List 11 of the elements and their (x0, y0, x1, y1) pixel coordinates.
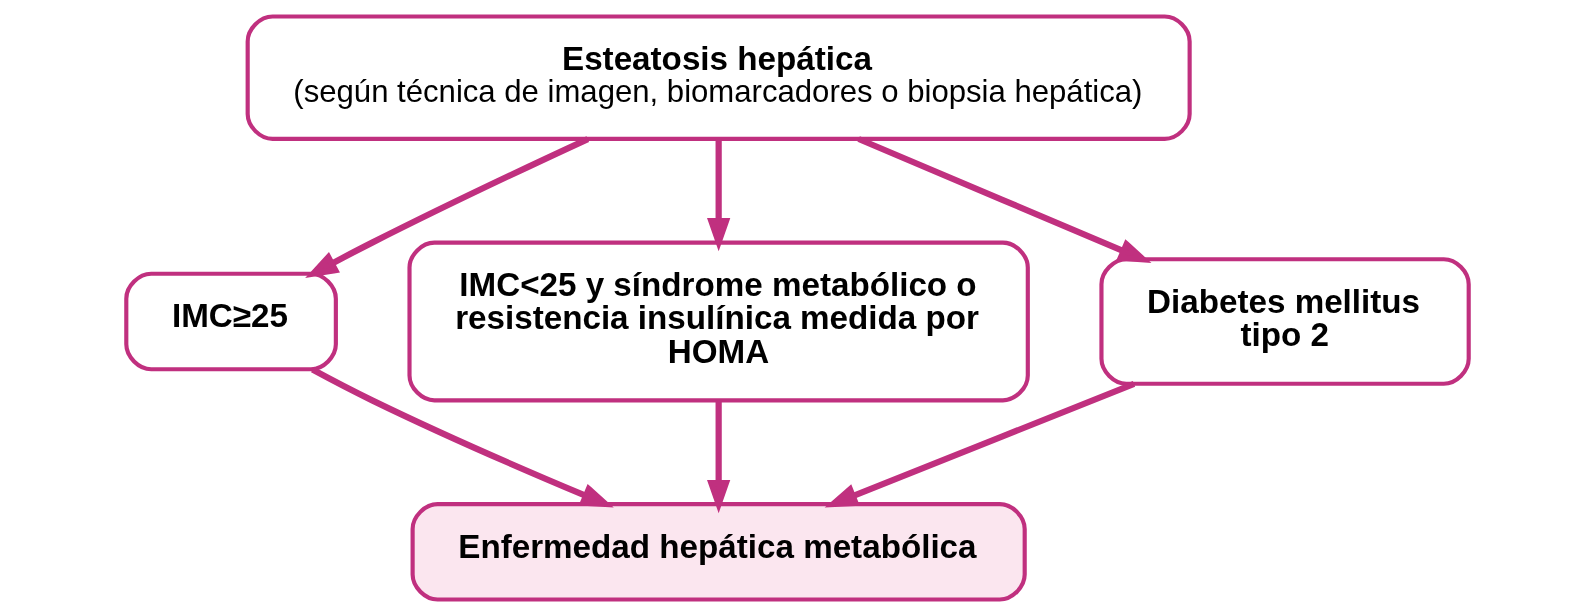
node-box: IMC<25 y síndrome metabólico o resistencia insulínica medida por HOMA (407, 240, 1030, 403)
node-box: Diabetes mellitus tipo 2 (1099, 257, 1471, 386)
node-box: IMC≥25 (124, 271, 338, 372)
arrow (857, 136, 1152, 263)
arrow (707, 139, 731, 252)
arrow (707, 400, 731, 514)
arrow (824, 381, 1136, 508)
arrow (311, 366, 614, 508)
arrow (305, 136, 590, 278)
node-box: Enfermedad hepática metabólica (410, 502, 1027, 602)
node-box: Esteatosis hepática (según técnica de imagen, biomarcadores o biopsia hepática) (245, 14, 1192, 141)
